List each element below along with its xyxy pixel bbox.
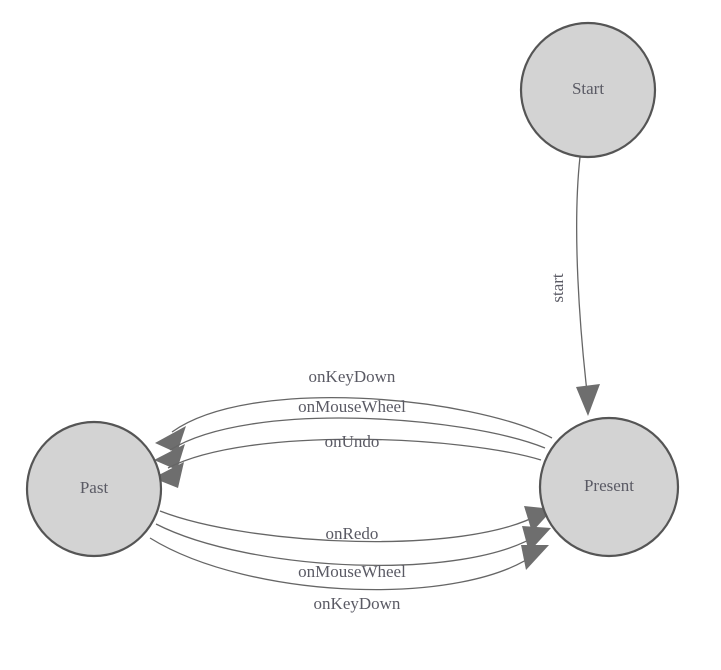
- edge-onkeydown-to-past-path: [171, 396, 553, 439]
- edge-onmousewheel-to-present-label: onMouseWheel: [298, 562, 406, 581]
- edge-onmousewheel-to-present[interactable]: onMouseWheel: [155, 523, 551, 581]
- edge-onundo-to-past-path: [167, 438, 542, 469]
- edge-onundo-to-past[interactable]: onUndo: [153, 432, 542, 488]
- edge-onundo-to-past-arrowhead: [153, 462, 184, 488]
- edge-onredo-to-present-path: [159, 510, 541, 543]
- edge-onundo-to-past-label: onUndo: [325, 432, 380, 451]
- edge-onmousewheel-to-present-path: [155, 523, 540, 566]
- edge-onkeydown-to-present-arrowhead: [521, 545, 549, 570]
- edge-onmousewheel-to-past[interactable]: onMouseWheel: [154, 397, 546, 470]
- edge-onmousewheel-to-past-path: [169, 417, 546, 451]
- edge-onkeydown-to-present-path: [149, 537, 539, 591]
- node-start-circle: [519, 21, 657, 159]
- edge-onmousewheel-to-past-label: onMouseWheel: [298, 397, 406, 416]
- node-present-label: Present: [584, 476, 634, 495]
- edge-onkeydown-to-past-label: onKeyDown: [309, 367, 396, 386]
- edge-start-label: start: [548, 273, 567, 303]
- edge-onkeydown-to-past[interactable]: onKeyDown: [155, 367, 553, 453]
- edge-onredo-to-present-label: onRedo: [326, 524, 379, 543]
- edge-onredo-to-present[interactable]: onRedo: [159, 506, 553, 543]
- edge-onkeydown-to-present-label: onKeyDown: [314, 594, 401, 613]
- edge-start-path: [576, 156, 588, 393]
- edge-start-arrowhead: [576, 384, 600, 416]
- edge-onkeydown-to-present[interactable]: onKeyDown: [149, 537, 549, 613]
- edge-onkeydown-to-past-arrowhead: [155, 426, 186, 453]
- edge-start[interactable]: start: [548, 156, 600, 416]
- node-past-circle: [25, 420, 163, 558]
- node-present[interactable]: Present: [538, 416, 680, 558]
- node-start[interactable]: Start: [519, 21, 657, 159]
- node-present-circle: [538, 416, 680, 558]
- node-past-label: Past: [80, 478, 109, 497]
- node-start-label: Start: [572, 79, 604, 98]
- node-past[interactable]: Past: [25, 420, 163, 558]
